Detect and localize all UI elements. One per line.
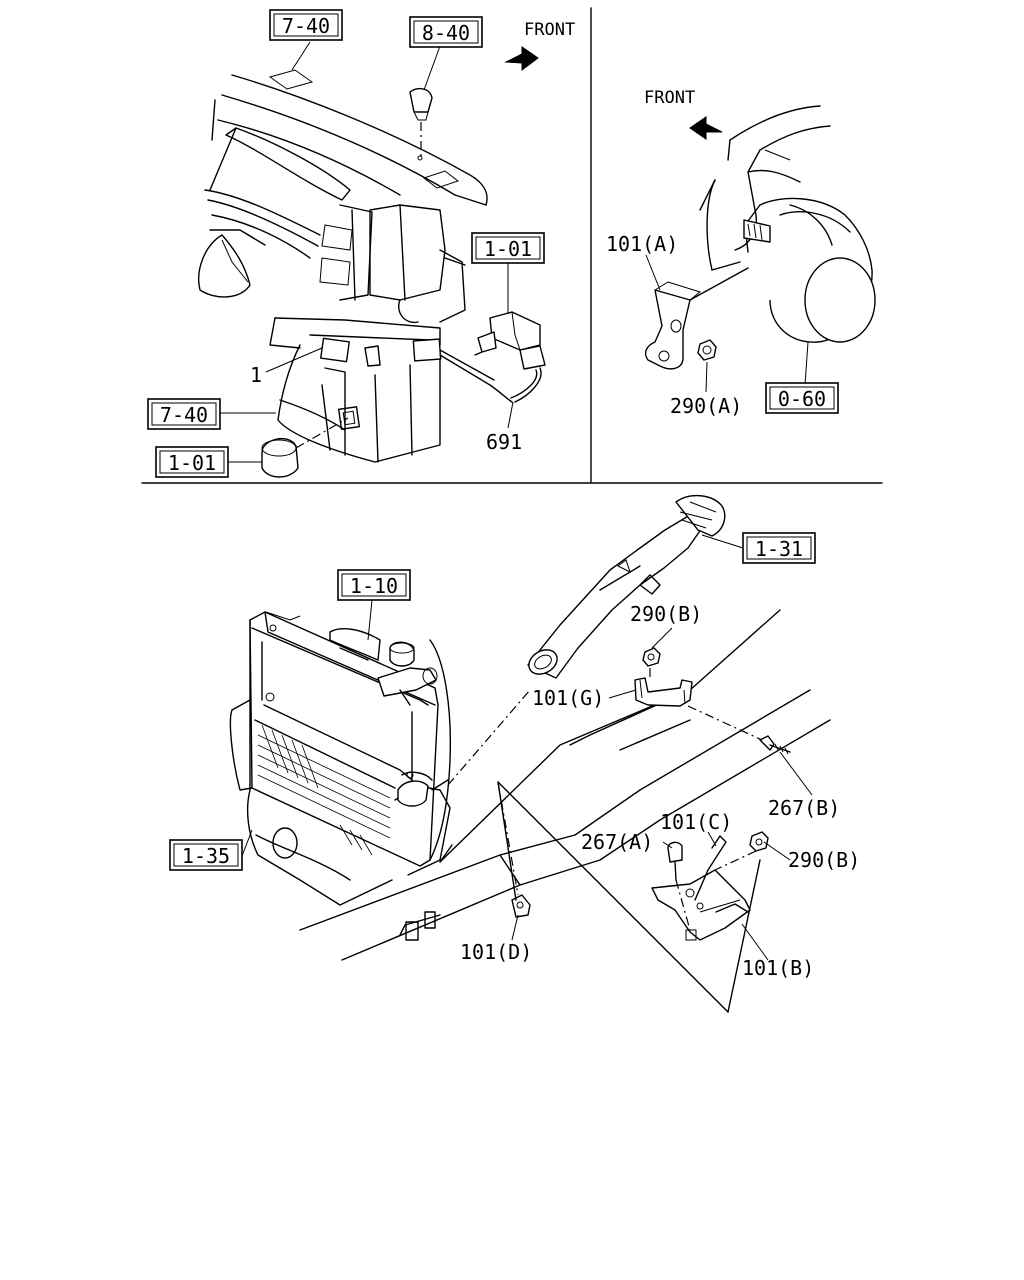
- ref-box-0-60: 0-60: [765, 382, 839, 414]
- part-label-1: 1: [250, 363, 262, 387]
- part-label-101c: 101(C): [660, 810, 732, 834]
- ref-box-1-01-right: 1-01: [471, 232, 545, 264]
- top-left-panel: [198, 41, 546, 478]
- panel-dividers: [141, 7, 883, 484]
- ref-box-label: 1-31: [755, 537, 803, 561]
- ref-box-1-10: 1-10: [337, 569, 411, 601]
- ref-box-7-40-top: 7-40: [269, 9, 343, 41]
- ref-box-label: 1-01: [168, 451, 216, 475]
- ref-box-1-35: 1-35: [169, 839, 243, 871]
- reference-boxes: 7-40 8-40 1-01 7-40 1-01 0-60: [147, 9, 839, 871]
- part-label-290b-right: 290(B): [788, 848, 860, 872]
- ref-box-label: 1-10: [350, 574, 398, 598]
- part-label-290b-top: 290(B): [630, 602, 702, 626]
- ref-box-1-31: 1-31: [742, 532, 816, 564]
- part-label-101g: 101(G): [532, 686, 604, 710]
- front-arrow-icon-right: [689, 116, 723, 140]
- bottom-panel: [229, 495, 831, 1013]
- part-label-267b: 267(B): [768, 796, 840, 820]
- ref-box-label: 7-40: [160, 403, 208, 427]
- front-arrow-icon: [504, 46, 539, 71]
- direction-labels: FRONT FRONT: [524, 20, 695, 108]
- ref-box-label: 7-40: [282, 14, 330, 38]
- part-label-101d: 101(D): [460, 940, 532, 964]
- front-label-right: FRONT: [644, 88, 695, 108]
- ref-box-label: 1-35: [182, 844, 230, 868]
- part-label-267a: 267(A): [581, 830, 653, 854]
- part-label-101b: 101(B): [742, 956, 814, 980]
- ref-box-8-40: 8-40: [409, 16, 483, 48]
- ref-box-label: 1-01: [484, 237, 532, 261]
- ref-box-7-40-left: 7-40: [147, 398, 221, 430]
- part-label-101a: 101(A): [606, 232, 678, 256]
- ref-box-label: 0-60: [778, 387, 826, 411]
- part-label-290a: 290(A): [670, 394, 742, 418]
- ref-box-label: 8-40: [422, 21, 470, 45]
- ref-box-1-01-bottom: 1-01: [155, 446, 229, 478]
- part-label-691: 691: [486, 430, 522, 454]
- top-right-panel: [644, 105, 876, 393]
- part-labels: 1 691 101(A) 290(A) 290(B) 101(G) 267(B)…: [250, 232, 860, 980]
- front-label-left: FRONT: [524, 20, 575, 40]
